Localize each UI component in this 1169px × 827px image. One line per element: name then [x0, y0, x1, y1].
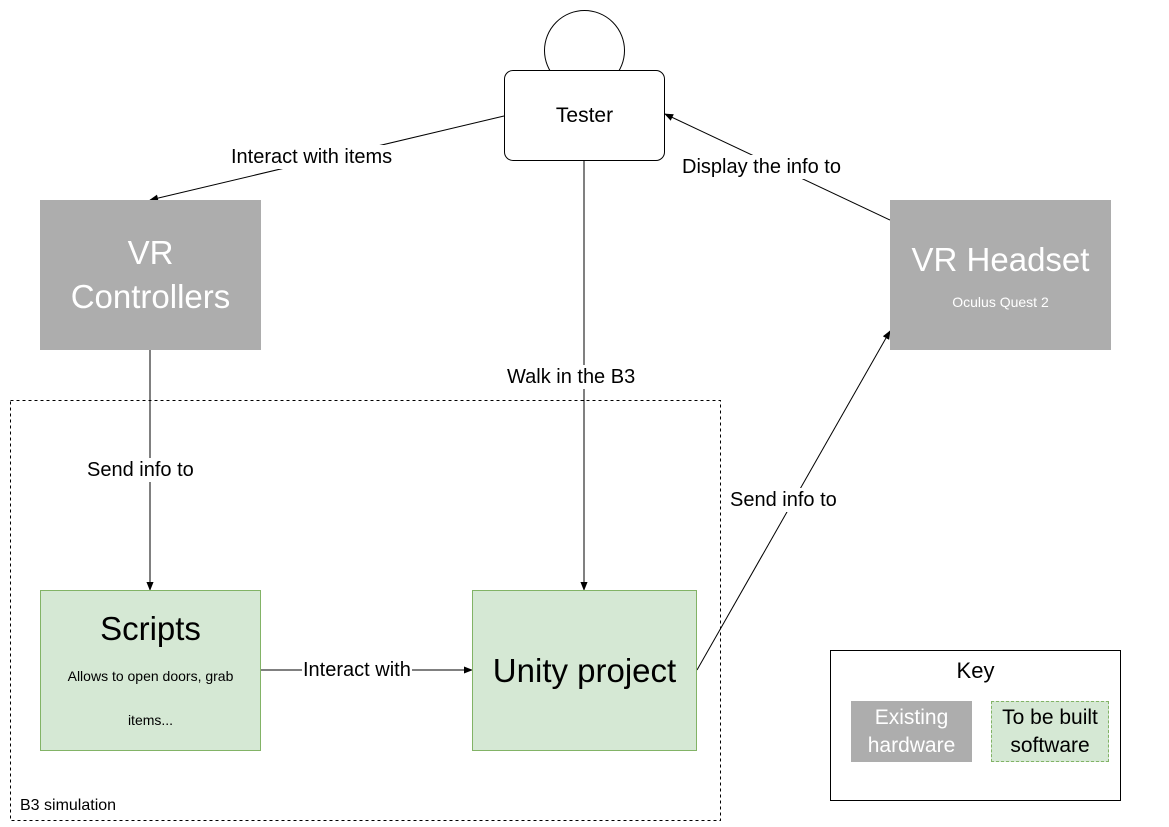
- b3-simulation-boundary: [10, 400, 721, 821]
- edge-label-walk-in-the-b3: Walk in the B3: [506, 365, 637, 389]
- edge-label-unity-send-info-to: Send info to: [729, 488, 838, 512]
- unity-project-node: Unity project: [472, 590, 697, 751]
- edge-label-controllers-send-info-to: Send info to: [86, 458, 195, 482]
- vr-controllers-title: VR Controllers: [70, 234, 231, 315]
- edge-label-display-the-info-to: Display the info to: [681, 155, 842, 179]
- tester-node: Tester: [504, 70, 665, 161]
- scripts-title: Scripts: [100, 610, 201, 647]
- vr-headset-subtitle: Oculus Quest 2: [952, 294, 1049, 310]
- tester-label: Tester: [555, 103, 614, 127]
- vr-headset-title: VR Headset: [911, 241, 1090, 278]
- key-title: Key: [956, 658, 995, 683]
- key-existing-hardware: Existing hardware: [851, 701, 972, 762]
- edge-label-interact-with: Interact with: [302, 658, 412, 682]
- key-to-be-built-software-label: To be built software: [1002, 705, 1098, 757]
- edge-label-interact-with-items: Interact with items: [230, 145, 394, 169]
- key-legend: Key Existing hardware To be built softwa…: [830, 650, 1121, 801]
- scripts-node: Scripts Allows to open doors, grab items…: [40, 590, 261, 751]
- scripts-subtitle: Allows to open doors, grab items...: [67, 668, 234, 728]
- vr-headset-node: VR Headset Oculus Quest 2: [890, 200, 1111, 350]
- b3-simulation-label: B3 simulation: [20, 797, 117, 814]
- unity-project-title: Unity project: [492, 651, 677, 689]
- key-existing-hardware-label: Existing hardware: [867, 705, 956, 757]
- vr-controllers-node: VR Controllers: [40, 200, 261, 350]
- key-to-be-built-software: To be built software: [991, 701, 1109, 762]
